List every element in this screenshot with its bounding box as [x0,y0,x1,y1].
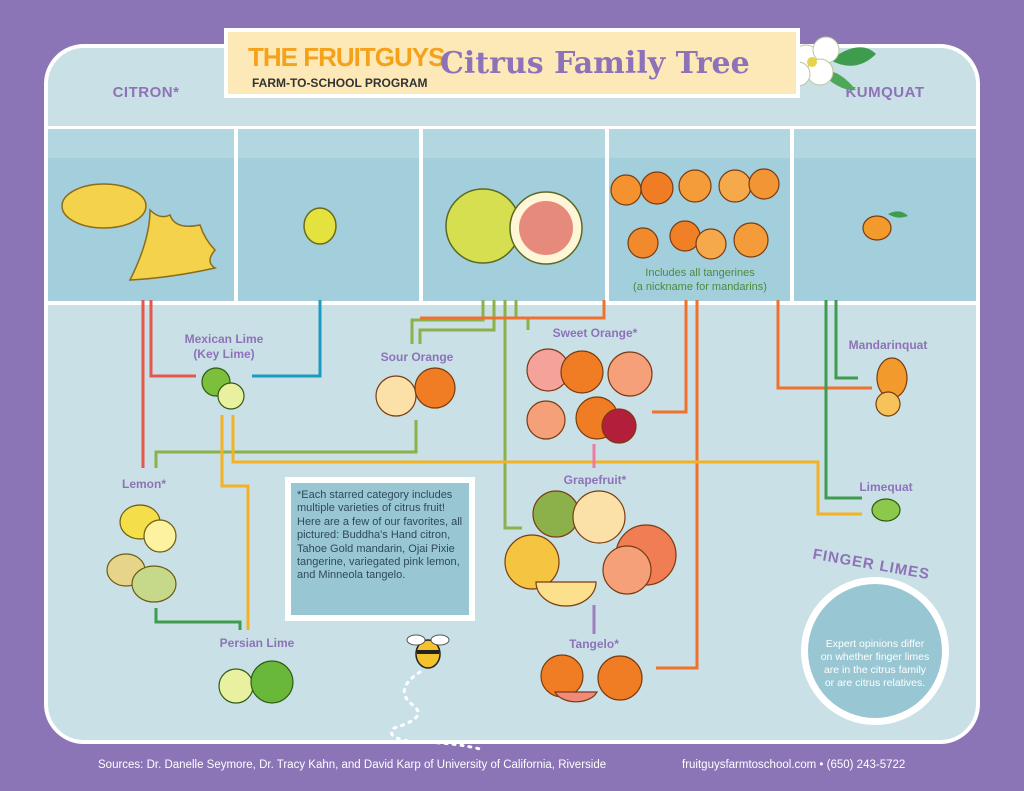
pummelo-fruit-icon [445,188,521,264]
line-mexican-lime-limequat [231,415,862,516]
label-persian-lime: Persian Lime [219,636,295,650]
line-kumquat-mandarinquat [834,300,858,380]
line-pummelo-sour-orange [410,300,485,344]
sweet-orange-fruit-icon [526,348,653,444]
header-divider [48,301,976,305]
line-pummelo-sweet-orange [514,300,530,330]
mandarin-fruit-icon [610,168,780,260]
sour-orange-fruit-icon [375,375,417,417]
column-kumquat: KUMQUAT [845,84,925,101]
line-citron-mexican-lime [149,300,196,378]
line-pummelo-sour-orange-2 [418,300,496,344]
line-mandarin-mandarinquat [776,300,872,390]
line-kumquat-limequat [824,300,862,500]
lemon-fruit-icon [106,504,177,603]
line-lemon-persian-lime [154,608,242,630]
limequat-fruit-icon [871,498,901,522]
starred-note-text: *Each starred category includes multiple… [291,483,469,615]
footer-contact: fruitguysfarmtoschool.com • (650) 243-57… [682,759,906,771]
line-mandarin-tangelo [656,300,699,670]
label-limequat: Limequat [859,480,913,494]
line-mandarin-sweet-orange [652,300,688,414]
page-title: Citrus Family Tree [440,46,750,81]
starred-note-box: *Each starred category includes multiple… [285,477,475,621]
line-sour-orange-lemon [154,420,418,468]
finger-limes-text: Expert opinions differ on whether finger… [820,638,930,689]
finger-limes-circle: Expert opinions differ on whether finger… [801,577,949,725]
column-citron: CITRON* [112,84,180,101]
footer-sources: Sources: Dr. Danelle Seymore, Dr. Tracy … [98,759,607,771]
label-tangelo: Tangelo* [569,637,619,651]
bee-icon [406,634,450,669]
logo-subtitle: FARM-TO-SCHOOL PROGRAM [252,76,428,90]
micrantha-fruit-icon [303,207,337,245]
mandarinquat-fruit-icon [876,357,908,399]
persian-lime-fruit-icon [218,668,254,704]
line-pummelo-grapefruit [503,300,522,530]
line-mexican-lime-persian-lime [220,415,250,630]
header-banner: THE FRUITGUYS FARM-TO-SCHOOL PROGRAM Cit… [224,28,800,98]
kumquat-fruit-icon [862,215,892,241]
line-micrantha-mexican-lime [252,300,322,378]
mandarin-note: Includes all tangerines (a nickname for … [633,267,767,293]
label-lemon: Lemon* [121,477,166,491]
citron-fruit-icon [61,183,147,229]
label-sour-orange: Sour Orange [380,350,454,364]
buddhas-hand-icon [128,208,217,281]
grapefruit-fruit-icon [504,490,677,607]
label-sweet-orange: Sweet Orange* [552,326,638,340]
label-grapefruit: Grapefruit* [563,473,627,487]
label-mexican-lime: Mexican Lime (Key Lime) [184,332,264,361]
line-mandarin-sour-orange [420,300,606,320]
label-mandarinquat: Mandarinquat [848,338,928,352]
fruitguys-logo: THE FRUITGUYS [248,42,445,72]
tangelo-fruit-icon [540,654,643,703]
